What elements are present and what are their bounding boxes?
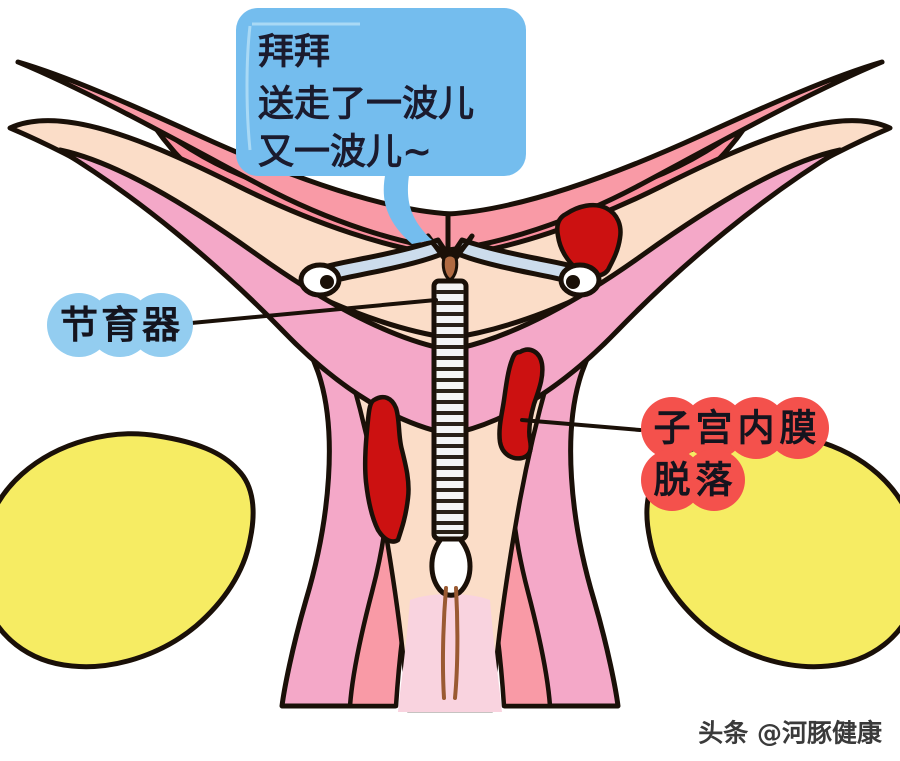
speech-bubble-line-3: 又一波儿~ (258, 132, 432, 173)
label-iud-char-3: 器 (142, 303, 181, 347)
label-endometrium[interactable]: 子 宫 内 膜 脱 落 (641, 397, 829, 511)
iud-tip (441, 253, 459, 282)
label-endo-highlight-6 (683, 449, 745, 511)
iud-eye-left (298, 262, 342, 298)
ovary-left (0, 431, 256, 670)
label-endo-char-4: 膜 (780, 407, 817, 450)
speech-bubble-inner-outline-left (245, 25, 252, 151)
label-endo-char-1: 子 (654, 407, 691, 450)
label-iud-highlight-3 (129, 293, 193, 357)
speech-bubble-body (236, 8, 526, 176)
iud-speech-bubble[interactable]: 拜拜 送走了一波儿 又一波儿~ (236, 8, 526, 244)
iud-coil-stripes (436, 290, 464, 534)
anatomy-group (0, 59, 900, 713)
iud-thread-right (453, 586, 460, 700)
speech-bubble-line-2: 送走了一波儿 (258, 84, 474, 125)
pointer-line-iud (168, 298, 438, 327)
label-endo-char-5: 脱 (654, 459, 691, 502)
pointer-line-endometrium (520, 418, 642, 432)
iud-loop (429, 536, 473, 598)
label-endo-char-6: 落 (696, 459, 734, 502)
intrauterine-device (298, 233, 602, 700)
label-iud[interactable]: 节 育 器 (47, 293, 193, 357)
blood-clot-upper-right (555, 202, 623, 279)
iud-eye-right (558, 262, 602, 298)
blood-clot-left-wall (362, 395, 411, 544)
cervix (398, 594, 502, 712)
blood-clot-right-wall (497, 347, 545, 461)
label-endo-highlight-4 (767, 397, 829, 459)
label-iud-char-2: 育 (101, 303, 139, 347)
label-iud-char-1: 节 (60, 303, 98, 347)
toutiao-watermark: 头条 @河豚健康 (698, 719, 883, 748)
speech-bubble-line-1: 拜拜 (258, 32, 330, 73)
label-endo-char-3: 内 (738, 407, 775, 450)
label-endo-char-2: 宫 (696, 407, 733, 450)
fallopian-tube-right-upper (445, 59, 885, 253)
iud-thread-left (440, 586, 448, 700)
